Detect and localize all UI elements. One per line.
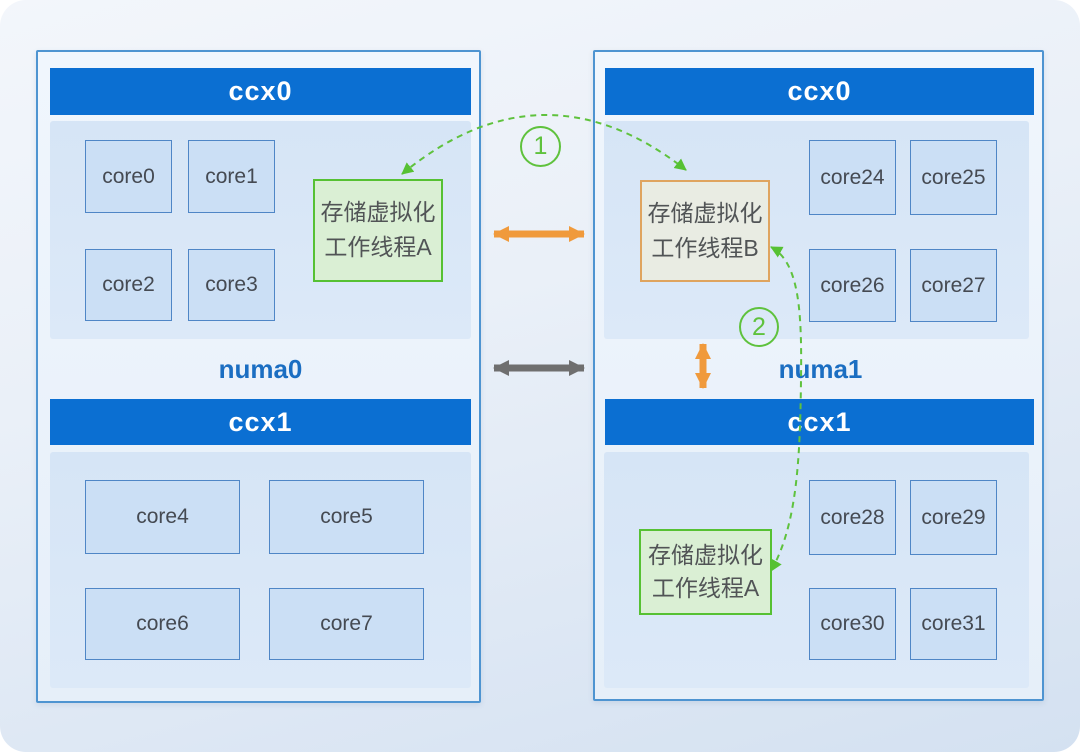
core6-label: core6 bbox=[136, 612, 189, 635]
thread-b-line2: 工作线程B bbox=[651, 234, 759, 261]
numa0-ccx0-label: ccx0 bbox=[228, 76, 293, 106]
step-1-number: 1 bbox=[533, 132, 548, 160]
numa1-panel: ccx0 存储虚拟化 工作线程B core24 core25 core26 co… bbox=[593, 50, 1044, 701]
step-2-badge: 2 bbox=[739, 307, 779, 347]
numa1-label-text: numa1 bbox=[778, 353, 863, 384]
step-1-badge: 1 bbox=[520, 126, 561, 167]
core-box-core7: core7 bbox=[269, 588, 424, 660]
core-box-core31: core31 bbox=[910, 588, 997, 660]
core-box-core29: core29 bbox=[910, 480, 997, 555]
numa1-ccx0-header: ccx0 bbox=[605, 68, 1034, 115]
numa1-storage-thread-a-box: 存储虚拟化 工作线程A bbox=[639, 529, 772, 615]
core0-label: core0 bbox=[102, 164, 155, 188]
core-box-core3: core3 bbox=[188, 249, 275, 321]
numa0-ccx0-header: ccx0 bbox=[50, 68, 471, 115]
numa0-label: numa0 bbox=[38, 339, 483, 399]
thread-a-line2: 工作线程A bbox=[324, 234, 432, 260]
thread-a2-line2: 工作线程A bbox=[651, 574, 760, 601]
core-box-core28: core28 bbox=[809, 480, 896, 555]
thread-a-line1: 存储虚拟化 bbox=[320, 199, 436, 226]
core27-label: core27 bbox=[921, 273, 986, 297]
core31-label: core31 bbox=[921, 612, 986, 635]
numa1-ccx0-label: ccx0 bbox=[787, 76, 852, 106]
core26-label: core26 bbox=[820, 273, 885, 297]
core-box-core5: core5 bbox=[269, 480, 424, 554]
core24-label: core24 bbox=[820, 165, 885, 189]
numa0-ccx1-label: ccx1 bbox=[228, 406, 293, 437]
numa0-storage-thread-a-box: 存储虚拟化 工作线程A bbox=[313, 179, 443, 282]
core28-label: core28 bbox=[820, 505, 885, 529]
numa0-ccx1-header: ccx1 bbox=[50, 399, 471, 445]
step-2-number: 2 bbox=[752, 312, 766, 341]
core-box-core2: core2 bbox=[85, 249, 172, 321]
numa1-ccx0-core-region: 存储虚拟化 工作线程B core24 core25 core26 core27 bbox=[604, 121, 1029, 339]
core-box-core25: core25 bbox=[910, 140, 997, 215]
core-box-core26: core26 bbox=[809, 249, 896, 322]
thread-b-line1: 存储虚拟化 bbox=[647, 199, 763, 226]
core-box-core6: core6 bbox=[85, 588, 240, 660]
numa0-ccx0-core-region: core0 core1 core2 core3 存储虚拟化 工作线程A bbox=[50, 121, 471, 339]
core30-label: core30 bbox=[820, 612, 885, 635]
core1-label: core1 bbox=[205, 164, 258, 188]
numa1-ccx1-core-region: 存储虚拟化 工作线程A core28 core29 core30 core31 bbox=[604, 452, 1029, 688]
numa1-ccx1-label: ccx1 bbox=[787, 406, 852, 437]
thread-a2-line1: 存储虚拟化 bbox=[648, 541, 763, 568]
core3-label: core3 bbox=[205, 273, 258, 296]
core25-label: core25 bbox=[921, 165, 986, 189]
core-box-core0: core0 bbox=[85, 140, 172, 213]
numa0-panel: ccx0 core0 core1 core2 core3 存储虚拟化 工作线程A… bbox=[36, 50, 481, 703]
core5-label: core5 bbox=[320, 505, 373, 528]
numa0-ccx1-core-region: core4 core5 core6 core7 bbox=[50, 452, 471, 688]
core-box-core27: core27 bbox=[910, 249, 997, 322]
core-box-core1: core1 bbox=[188, 140, 275, 213]
numa1-ccx1-header: ccx1 bbox=[605, 399, 1034, 445]
numa1-label: numa1 bbox=[595, 339, 1046, 399]
core2-label: core2 bbox=[102, 273, 155, 296]
numa0-label-text: numa0 bbox=[218, 353, 303, 384]
core7-label: core7 bbox=[320, 612, 373, 635]
core-box-core24: core24 bbox=[809, 140, 896, 215]
core-box-core4: core4 bbox=[85, 480, 240, 554]
numa1-storage-thread-b-box: 存储虚拟化 工作线程B bbox=[640, 180, 770, 282]
core29-label: core29 bbox=[921, 505, 986, 529]
core-box-core30: core30 bbox=[809, 588, 896, 660]
core4-label: core4 bbox=[136, 505, 189, 528]
